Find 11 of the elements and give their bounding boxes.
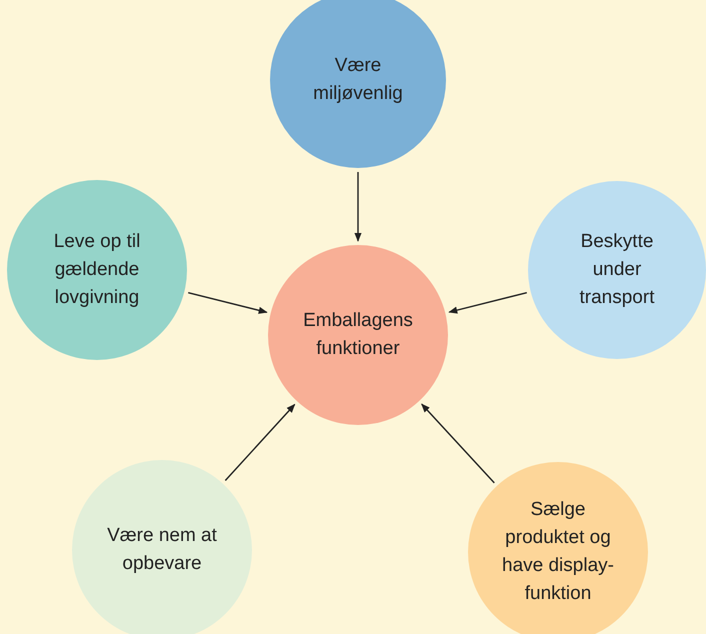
arrow — [354, 172, 362, 242]
arrow — [224, 404, 296, 481]
arrow — [448, 292, 527, 314]
arrow — [421, 403, 495, 484]
node-label: Emballagens funktioner — [302, 309, 414, 361]
arrow — [188, 292, 268, 314]
node-label: Være nem at opbevare — [106, 524, 218, 576]
node-label: Sælge produktet og have display-funktion — [501, 498, 615, 606]
node-label: Leve op til gældende lovgivning — [52, 230, 142, 310]
node-label: Være miljøvenlig — [312, 54, 404, 106]
node-label: Beskytte under transport — [578, 230, 656, 310]
